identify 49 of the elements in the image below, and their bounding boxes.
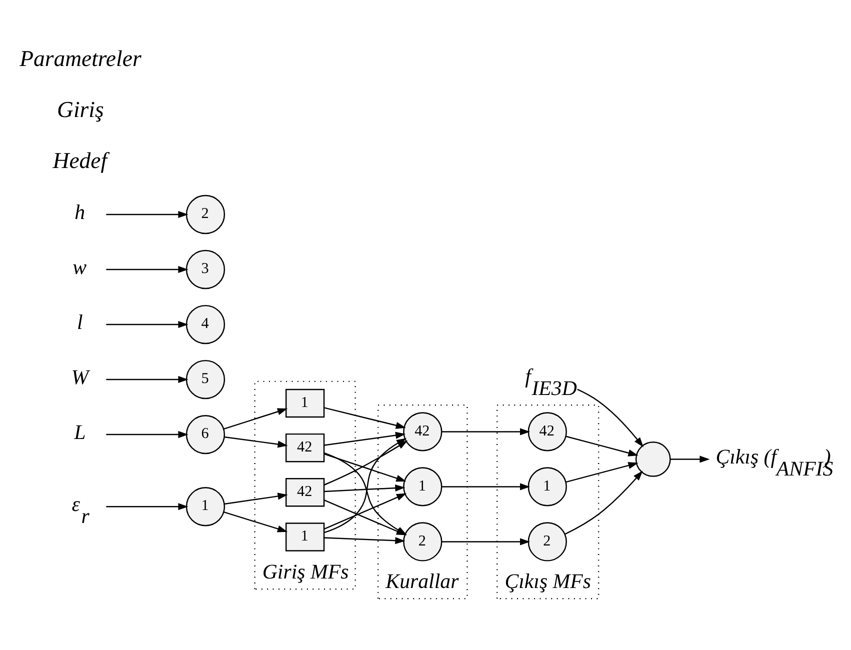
node-box: 1: [285, 522, 325, 552]
arrow: [224, 511, 288, 532]
arrow: [564, 470, 643, 535]
node-box: 1: [285, 388, 325, 418]
label: Giriş: [57, 97, 104, 122]
node-text: l: [76, 310, 83, 334]
arrow: [324, 432, 406, 446]
node-box: 42: [285, 478, 325, 507]
node-circle: 5: [186, 360, 226, 400]
label: Parametreler: [20, 46, 142, 71]
arrow: [324, 407, 406, 429]
label: Hedef: [52, 148, 108, 174]
arrow: [324, 537, 406, 544]
arrow: [566, 462, 638, 483]
arrow: [224, 408, 288, 430]
node-circle: 3: [186, 250, 226, 290]
arrow: [106, 266, 188, 274]
node-circle: 2: [403, 522, 442, 562]
node-circle: 6: [186, 414, 226, 454]
arrow: [442, 483, 530, 490]
arrow: [670, 456, 710, 463]
node-circle: 1: [186, 487, 226, 526]
arrow: [106, 431, 188, 438]
node-text: W: [71, 364, 89, 389]
arrow: [224, 436, 288, 448]
arrow: [106, 321, 188, 328]
node-circle: 1: [403, 467, 442, 506]
node-box: 42: [285, 433, 325, 462]
arrow: [324, 453, 406, 482]
arrow: [324, 484, 406, 492]
node-circle: 1: [528, 467, 567, 506]
arrow: [577, 388, 644, 448]
node-circle: 4: [186, 304, 226, 344]
node-circle: [635, 442, 671, 477]
arrow: [442, 428, 530, 436]
arrow: [224, 492, 288, 505]
node-text: L: [74, 420, 86, 444]
arrow: [442, 538, 530, 546]
node-circle: 2: [186, 194, 226, 234]
node-text: w: [72, 254, 87, 279]
node-circle: 42: [403, 412, 442, 452]
arrow: [106, 503, 188, 510]
arrow: [324, 493, 407, 530]
node-circle: 42: [528, 412, 567, 452]
arrow: [106, 376, 188, 384]
arrow: [106, 210, 188, 218]
arrow: [566, 436, 638, 456]
node-text: h: [74, 200, 86, 224]
node-circle: 2: [528, 522, 567, 562]
